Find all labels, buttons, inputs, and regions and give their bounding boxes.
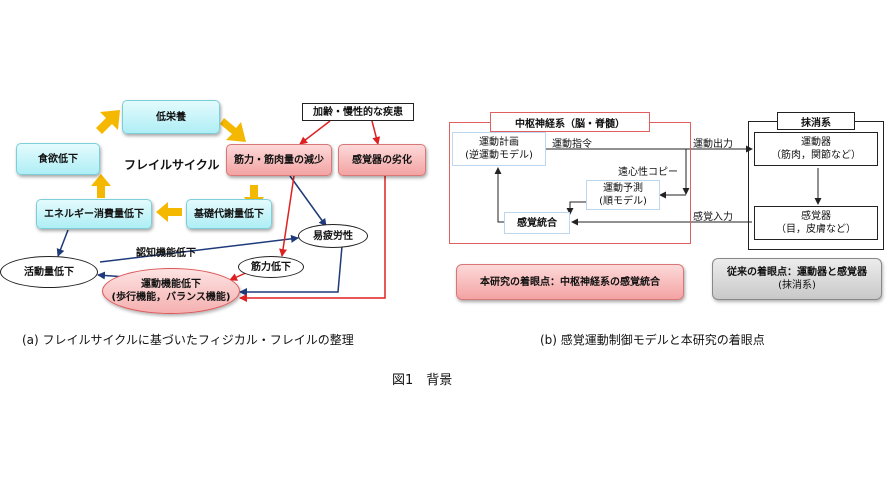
- node-activity-down: 活動量低下: [0, 256, 98, 288]
- motor-plan-line1: 運動計画: [479, 137, 519, 148]
- node-energy-use-down: エネルギー消費量低下: [36, 199, 152, 229]
- model-arrows: [494, 145, 822, 226]
- node-muscle-loss: 筋力・筋肉量の減少: [226, 144, 332, 176]
- node-motor-predict: 運動予測 (順モデル): [586, 180, 660, 210]
- cycle-arrow-2: [220, 118, 246, 142]
- node-motor-down: 運動機能低下 (歩行機能，バランス機能): [102, 268, 240, 314]
- arrow-predict-to-integration: [566, 201, 586, 215]
- node-receptor: 感覚器 （目，皮膚など）: [754, 206, 878, 240]
- arrow-aging-to-muscle: [299, 120, 331, 145]
- focus-conventional: 従来の着眼点：運動器と感覚器 (抹消系): [712, 258, 882, 300]
- cycle-arrow-4: [156, 202, 182, 222]
- node-sensory-decline: 感覚器の劣化: [338, 144, 426, 176]
- label-motor-output: 運動出力: [693, 139, 733, 150]
- node-sensory-integration: 感覚統合: [504, 212, 570, 234]
- navy-arrows: [56, 175, 343, 296]
- node-motor-plan: 運動計画 (逆運動モデル): [452, 132, 546, 166]
- effector-line1: 運動器: [801, 137, 831, 148]
- cycle-arrow-1: [96, 110, 120, 134]
- node-malnutrition: 低栄養: [122, 100, 220, 134]
- cycle-arrows: [91, 110, 264, 222]
- arrow-energy-to-activity: [56, 229, 69, 257]
- motor-predict-line2: (順モデル): [599, 196, 647, 207]
- figure-title: 図1 背景: [392, 373, 453, 388]
- motor-predict-line1: 運動予測: [603, 183, 643, 194]
- peripheral-frame: 抹消系: [748, 112, 884, 250]
- focus-conventional-line2: (抹消系): [778, 280, 816, 291]
- motor-plan-line2: (逆運動モデル): [465, 150, 533, 161]
- motor-down-line1: 運動機能低下: [141, 279, 201, 290]
- arrow-cognitive: [99, 234, 299, 263]
- cns-frame: 中枢神経系（脳・脊髄）: [449, 112, 691, 244]
- cns-title: 中枢神経系（脳・脊髄）: [490, 112, 650, 132]
- node-appetite-loss: 食欲低下: [16, 143, 100, 175]
- frailty-cycle-title: フレイルサイクル: [124, 158, 220, 172]
- label-sensory-input: 感覚入力: [693, 212, 733, 223]
- arrow-muscle-to-fatigue: [289, 175, 327, 227]
- arrow-fatigue-to-motor: [239, 245, 343, 296]
- arrow-aging-to-sensory: [371, 120, 381, 145]
- node-aging-disease: 加齢・慢性的な疾患: [302, 103, 414, 121]
- caption-right: (b) 感覚運動制御モデルと本研究の着眼点: [540, 333, 765, 347]
- node-fatigue: 易疲労性: [298, 224, 368, 248]
- receptor-line1: 感覚器: [801, 211, 831, 222]
- label-motor-command: 運動指令: [552, 139, 592, 150]
- peripheral-title: 抹消系: [777, 112, 855, 130]
- motor-down-line2: (歩行機能，バランス機能): [111, 292, 231, 303]
- node-bmr-down: 基礎代謝量低下: [186, 199, 272, 229]
- focus-conventional-line1: 従来の着眼点：運動器と感覚器: [727, 267, 867, 278]
- label-cognitive-down: 認知機能低下: [136, 248, 196, 259]
- receptor-line2: （目，皮膚など）: [776, 224, 856, 235]
- node-strength-down: 筋力低下: [238, 256, 304, 278]
- label-efference-copy: 遠心性コピー: [618, 167, 678, 178]
- arrow-muscle-to-strength: [279, 175, 295, 257]
- cycle-arrow-3: [244, 185, 264, 212]
- focus-this-study: 本研究の着眼点：中枢神経系の感覚統合: [456, 264, 684, 300]
- node-effector: 運動器 （筋肉，関節など）: [754, 132, 878, 166]
- arrow-sensory-to-motor: [239, 176, 386, 302]
- arrow-integration-to-plan: [494, 167, 504, 223]
- caption-left: (a) フレイルサイクルに基づいたフィジカル・フレイルの整理: [22, 333, 354, 347]
- cycle-arrow-5: [91, 174, 111, 198]
- effector-line2: （筋肉，関節など）: [771, 150, 861, 161]
